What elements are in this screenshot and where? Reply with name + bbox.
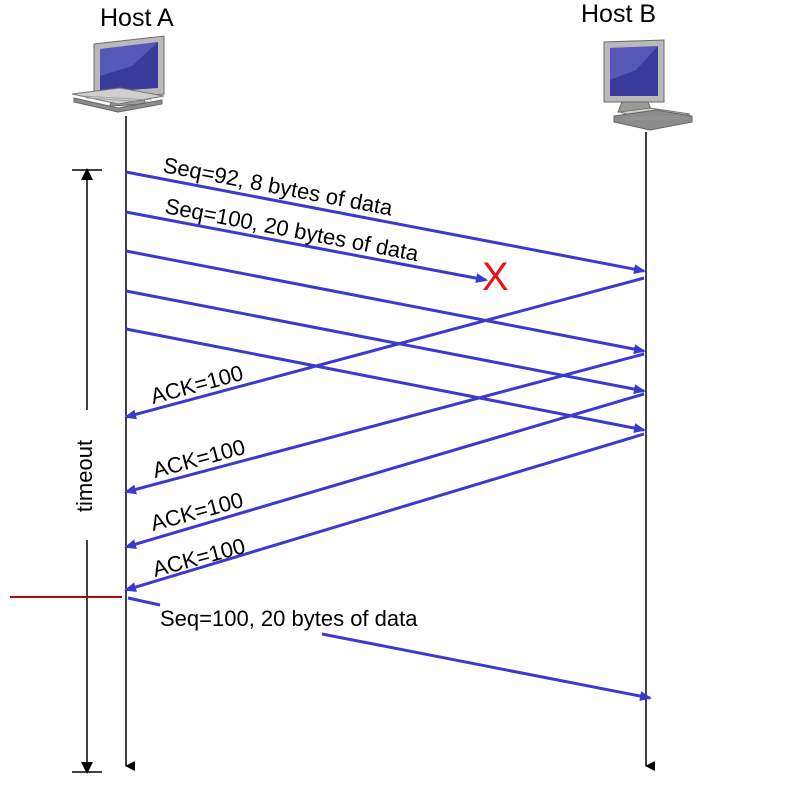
host-a-label: Host A bbox=[100, 4, 174, 32]
packet-loss-marker: X bbox=[482, 255, 509, 299]
ack-label-2: ACK=100 bbox=[150, 434, 248, 483]
ack-arrow-3 bbox=[124, 392, 645, 549]
seq100-lost-arrow bbox=[125, 210, 488, 284]
desktop-computer-icon bbox=[603, 39, 693, 131]
timeout-label: timeout bbox=[72, 440, 97, 512]
ack-label-3: ACK=100 bbox=[148, 487, 246, 536]
retransmit-arrow bbox=[321, 632, 652, 701]
ack-label-1: ACK=100 bbox=[148, 360, 246, 409]
segment-5-arrow bbox=[125, 327, 646, 433]
segment-3-arrow bbox=[125, 249, 646, 355]
retransmit-arrow-start bbox=[127, 596, 161, 607]
host-b-label: Host B bbox=[581, 0, 656, 28]
ack-arrow-1 bbox=[124, 276, 645, 420]
seq92-arrow bbox=[125, 170, 646, 275]
retransmit-label: Seq=100, 20 bytes of data bbox=[160, 606, 418, 631]
segment-4-arrow bbox=[125, 289, 646, 395]
ack-arrow-2 bbox=[124, 352, 645, 495]
ack-arrow-4 bbox=[124, 432, 645, 592]
ack-label-4: ACK=100 bbox=[150, 533, 248, 582]
desktop-computer-icon bbox=[71, 35, 165, 113]
timeout-interval bbox=[72, 168, 102, 774]
